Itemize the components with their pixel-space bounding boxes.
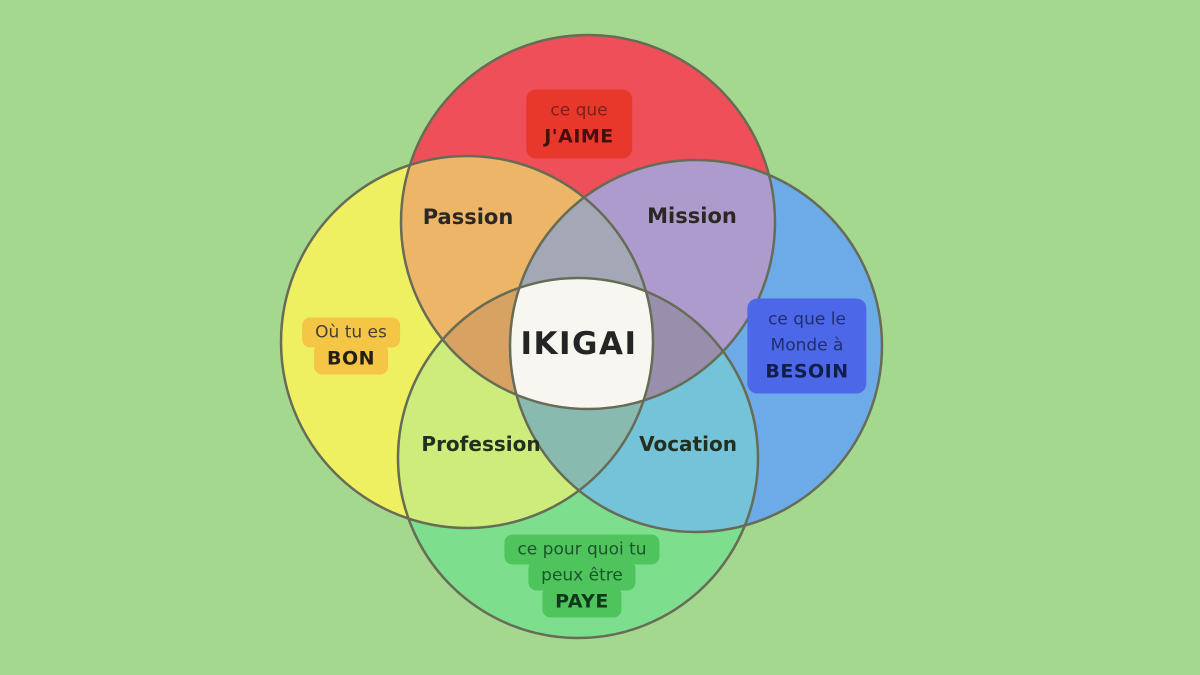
need-callout: ce que le Monde à BESOIN [747,298,867,394]
mission-label: Mission [647,204,737,228]
good-callout-line: Où tu es [302,317,400,348]
love-callout: ce que J'AIME [526,89,632,159]
circle-need-outline [508,158,884,534]
region-love-good-paid [401,278,653,409]
passion-label: Passion [422,205,514,229]
paid-callout-bold: PAYE [542,586,622,618]
love-callout-bold: J'AIME [544,125,614,148]
need-callout-line: ce que le [768,309,846,330]
region-good-need-paid [510,278,653,528]
circle-good-outline [279,154,655,530]
circle-love-outline [399,33,777,411]
paid-callout: ce pour quoi tu peux être PAYE [504,534,660,618]
profession-label: Profession [421,432,541,456]
ikigai-title: IKIGAI [520,326,638,362]
need-callout-line: Monde à [770,335,844,356]
good-callout-bold: BON [313,343,389,375]
region-love-good-need [510,160,653,409]
region-love-need-paid [510,278,758,409]
paid-callout-line: ce pour quoi tu [504,534,660,565]
good-callout: Où tu es BON [302,317,400,375]
need-callout-bold: BESOIN [765,360,849,383]
paid-callout-line: peux être [528,560,636,591]
circle-paid-outline [396,276,760,640]
vocation-label: Vocation [639,432,737,456]
love-callout-line: ce que [550,100,608,121]
